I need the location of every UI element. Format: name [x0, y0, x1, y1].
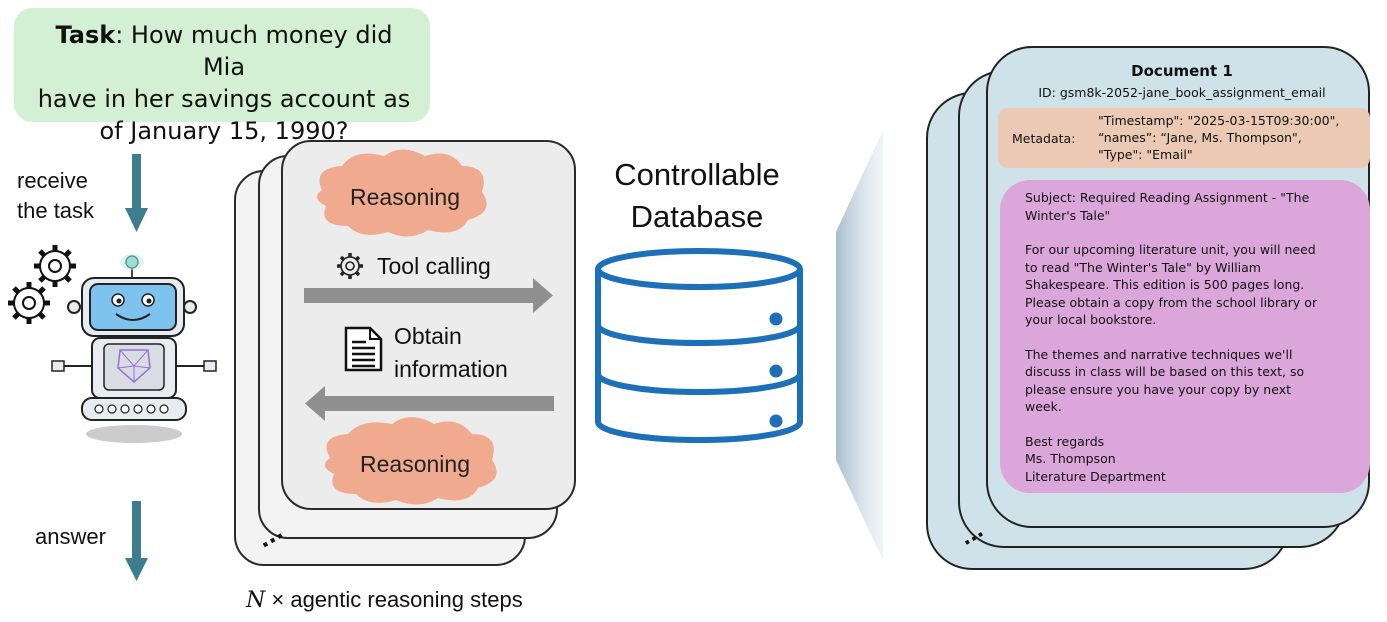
obtain-info-arrow: [305, 386, 554, 421]
reasoning-bottom-label: Reasoning: [360, 451, 470, 477]
email-line: Best regards: [1025, 433, 1105, 449]
document-title: Document 1: [1131, 62, 1233, 80]
gear-icon: [337, 253, 363, 279]
task-label: Task: [55, 21, 116, 49]
receive-arrow: [125, 154, 148, 232]
steps-n: N: [246, 588, 266, 613]
email-line: your local bookstore.: [1025, 312, 1157, 327]
obtain-information-label: Obtain information: [394, 323, 508, 382]
metadata-label: Metadata:: [1012, 131, 1076, 146]
receive-task-label: receive the task: [17, 168, 95, 223]
document-id: ID: gsm8k-2052-jane_book_assignment_emai…: [1038, 85, 1326, 100]
database-icon: [595, 248, 803, 443]
metadata-box: Metadata: "Timestamp": "2025-03-15T09:30…: [998, 108, 1370, 168]
email-line: Winter's Tale": [1025, 207, 1111, 223]
email-line: discuss in class will be based on this t…: [1025, 364, 1305, 379]
email-line: Shakespeare. This edition is 500 pages l…: [1025, 277, 1305, 292]
email-line: Ms. Thompson: [1025, 451, 1116, 466]
document-body: Subject: Required Reading Assignment - "…: [1000, 180, 1370, 493]
answer-label: answer: [35, 524, 106, 549]
task-question-line-1: How much money did Mia: [130, 21, 393, 81]
email-line: Subject: Required Reading Assignment - "…: [1025, 190, 1310, 205]
email-line: Literature Department: [1025, 468, 1166, 484]
reasoning-cloud: [324, 417, 497, 505]
email-line: week.: [1025, 399, 1062, 414]
reasoning-top-label: Reasoning: [350, 184, 460, 210]
agentic-steps-label: N × agentic reasoning steps: [246, 587, 523, 613]
robot-agent-icon: [8, 245, 217, 443]
email-line: please ensure you have your copy by next: [1025, 381, 1291, 397]
gear-icon: [8, 282, 50, 324]
task-question-line-2: have in her savings account as: [37, 85, 411, 113]
tool-calling-label: Tool calling: [377, 253, 491, 279]
answer-arrow: [125, 501, 148, 581]
email-line: to read "The Winter's Tale" by William: [1025, 259, 1261, 275]
document-icon: [344, 326, 383, 372]
gear-icon: [34, 245, 76, 287]
reasoning-cloud: [316, 149, 487, 237]
tool-call-arrow: [304, 278, 553, 313]
database-title: Controllable Database: [614, 157, 780, 234]
email-line: For our upcoming literature unit, you wi…: [1025, 242, 1316, 257]
email-line: Please obtain a copy from the school lib…: [1025, 294, 1318, 310]
email-content: Subject: Required Reading Assignment - "…: [1025, 189, 1317, 485]
email-line: The themes and narrative techniques we'l…: [1025, 346, 1293, 362]
task-bubble: Task: How much money did Mia have in her…: [14, 8, 430, 145]
metadata-values: "Timestamp": "2025-03-15T09:30:00", “nam…: [1098, 113, 1340, 162]
